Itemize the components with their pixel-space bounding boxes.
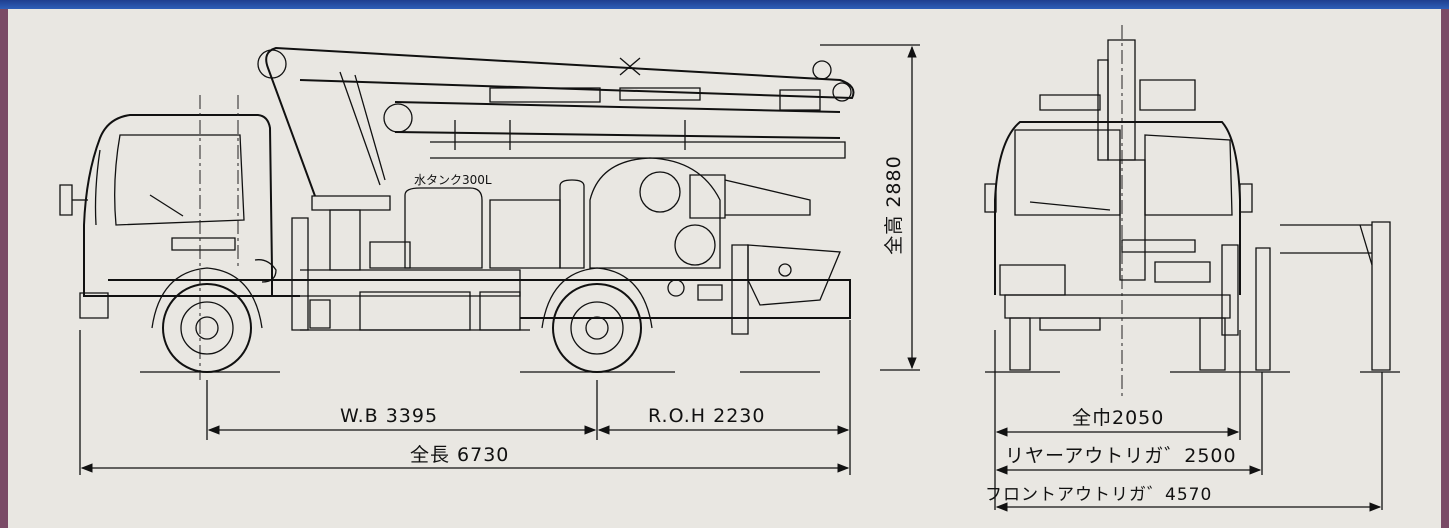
- rear-wheel: [541, 267, 653, 373]
- rear-overhang-label: R.O.H 2230: [648, 405, 765, 427]
- rear-outrigger-label: リヤーアウトリガ゛2500: [1005, 445, 1237, 467]
- outriggers: [1221, 221, 1391, 371]
- side-view: 水タンク300L 全高 2880 W.B 3395: [59, 44, 920, 475]
- overall-height-label: 全高 2880: [883, 155, 905, 254]
- truck-chassis: [108, 217, 851, 335]
- drawing-panel: [8, 9, 1441, 528]
- header-bar: [0, 0, 1449, 9]
- front-view: 全巾2050 リヤーアウトリガ゛2500 フロントアウトリガ゛4570: [984, 25, 1400, 512]
- overall-length-label: 全長 6730: [410, 444, 509, 466]
- overall-width-label: 全巾2050: [1072, 407, 1164, 429]
- front-wheel: [151, 267, 263, 373]
- width-dimensions: 全巾2050 リヤーアウトリガ゛2500 フロントアウトリガ゛4570: [985, 330, 1383, 512]
- wheelbase-label: W.B 3395: [340, 405, 438, 427]
- front-outrigger-label: フロントアウトリガ゛4570: [985, 485, 1212, 505]
- truck-cab: [59, 95, 277, 380]
- water-tank-label: 水タンク300L: [414, 173, 492, 187]
- front-cab: [984, 121, 1253, 371]
- height-dimension: 全高 2880: [820, 44, 920, 371]
- bed-equipment: [311, 157, 841, 306]
- front-boom-mast: [1039, 25, 1196, 400]
- concrete-boom: [257, 46, 855, 197]
- length-dimensions: W.B 3395 R.O.H 2230 全長 6730: [79, 320, 851, 475]
